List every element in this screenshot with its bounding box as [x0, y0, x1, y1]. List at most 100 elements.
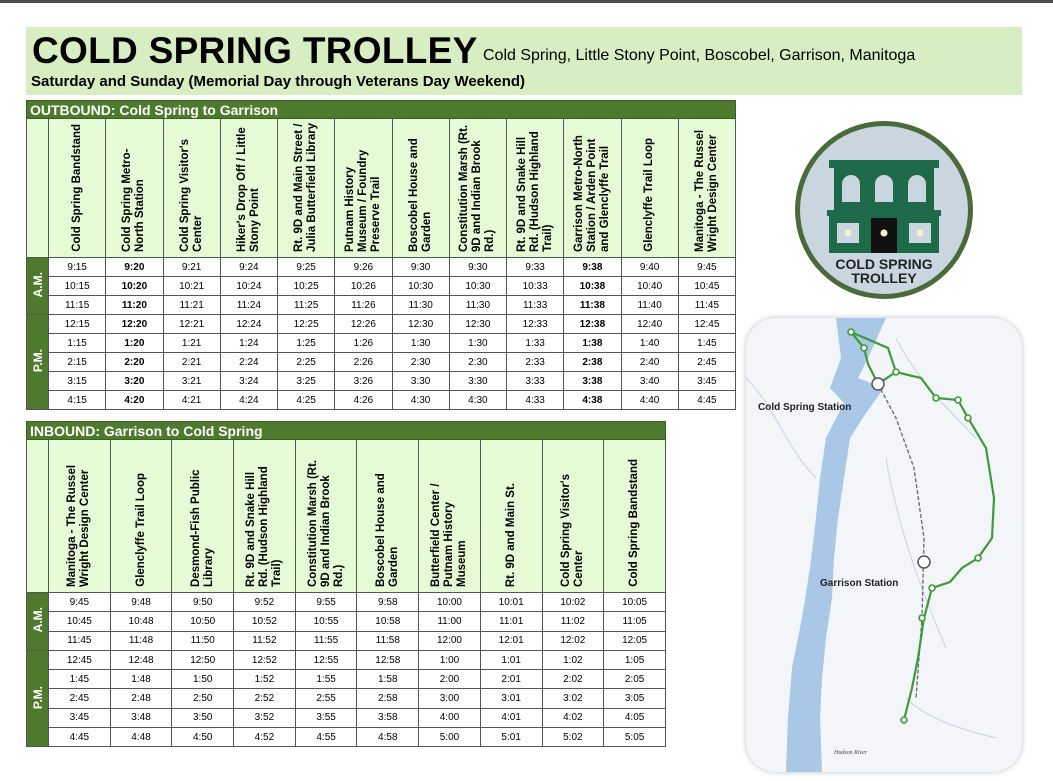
time-cell: 11:45	[48, 630, 111, 651]
time-cell: 4:30	[448, 390, 508, 410]
time-cell: 12:24	[219, 314, 279, 334]
stop-name: Manitoga - The Russel Wright Design Cent…	[66, 464, 92, 587]
stop-name: Boscobel House and Garden	[374, 473, 400, 587]
time-cell: 9:15	[47, 257, 107, 277]
time-cell: 3:20	[105, 371, 164, 391]
time-cell: 12:26	[334, 314, 393, 334]
time-cell: 3:50	[171, 707, 235, 729]
time-cell: 4:45	[48, 727, 111, 748]
time-cell: 10:55	[294, 611, 358, 632]
time-cell: 12:45	[48, 649, 111, 671]
time-cell: 5:02	[541, 727, 605, 748]
outbound-stop-header: Garrison Metro-North Station / Arden Poi…	[563, 118, 622, 258]
time-cell: 9:45	[48, 591, 111, 613]
outbound-stop-header: Glenclyffe Trail Loop	[620, 118, 679, 258]
stop-name: Desmond-Fish Public Library	[189, 469, 215, 587]
time-cell: 12:05	[603, 630, 666, 651]
service-days: Saturday and Sunday (Memorial Day throug…	[31, 73, 526, 90]
time-cell: 3:01	[479, 688, 543, 709]
time-cell: 9:38	[563, 257, 622, 277]
time-cell: 3:25	[276, 371, 336, 391]
time-cell: 2:33	[505, 352, 565, 372]
time-cell: 9:40	[620, 257, 679, 277]
outbound-corner	[26, 118, 49, 258]
stop-name: Rt. 9D and Snake Hill Rd. (Hudson Highla…	[515, 131, 554, 252]
time-cell: 1:20	[105, 333, 164, 353]
time-cell: 10:58	[356, 611, 420, 632]
time-cell: 12:30	[448, 314, 508, 334]
inbound-stop-header: Cold Spring Bandstand	[603, 439, 666, 593]
time-cell: 10:30	[448, 276, 508, 296]
time-cell: 1:30	[448, 333, 508, 353]
time-cell: 10:01	[479, 591, 543, 613]
time-cell: 12:21	[162, 314, 221, 334]
inbound-pm-label: P.M.	[26, 649, 49, 748]
outbound-stop-header: Boscobel House and Garden	[391, 118, 450, 258]
time-cell: 1:25	[276, 333, 336, 353]
time-cell: 2:55	[294, 688, 358, 709]
stop-name: Constitution Marsh (Rt. 9D and Indian Br…	[458, 124, 497, 252]
time-cell: 12:50	[171, 649, 235, 671]
time-cell: 11:20	[105, 295, 164, 315]
stop-name: Cold Spring Metro-North Station	[121, 148, 147, 253]
outbound-pm-label: P.M.	[26, 314, 49, 410]
time-cell: 3:48	[109, 707, 173, 729]
stop-name: Glenclyffe Trail Loop	[134, 473, 147, 587]
time-cell: 11:30	[391, 295, 450, 315]
time-cell: 9:33	[505, 257, 565, 277]
inbound-stop-header: Boscobel House and Garden	[356, 439, 420, 593]
time-cell: 4:25	[276, 390, 336, 410]
time-cell: 3:40	[620, 371, 679, 391]
outbound-stop-header: Cold Spring Metro-North Station	[105, 118, 164, 258]
stop-name: Rt. 9D and Main St.	[504, 482, 517, 587]
time-cell: 4:55	[294, 727, 358, 748]
time-cell: 9:30	[391, 257, 450, 277]
stop-name: Putnam History Museum / Foundry Preserve…	[343, 149, 382, 252]
time-cell: 10:38	[563, 276, 622, 296]
time-cell: 9:30	[448, 257, 508, 277]
time-cell: 12:48	[109, 649, 173, 671]
outbound-stop-header: Cold Spring Visitor's Center	[162, 118, 221, 258]
time-cell: 4:26	[334, 390, 393, 410]
stop-name: Cold Spring Visitor's Center	[178, 138, 204, 252]
time-cell: 1:45	[677, 333, 737, 353]
time-cell: 12:15	[47, 314, 107, 334]
time-cell: 11:40	[620, 295, 679, 315]
time-cell: 10:30	[391, 276, 450, 296]
trolley-icon	[827, 160, 941, 253]
time-cell: 1:05	[603, 649, 666, 671]
time-cell: 9:24	[219, 257, 279, 277]
trolley-logo: COLD SPRING TROLLEY	[795, 121, 973, 299]
time-cell: 11:55	[294, 630, 358, 651]
time-cell: 12:33	[505, 314, 565, 334]
stop-name: Boscobel House and Garden	[407, 138, 433, 252]
stop-name: Constitution Marsh (Rt. 9D and Indian Br…	[306, 459, 345, 587]
time-cell: 11:52	[233, 630, 296, 651]
time-cell: 3:15	[47, 371, 107, 391]
outbound-am-label: A.M.	[26, 257, 49, 315]
stop-name: Cold Spring Bandstand	[628, 459, 641, 587]
time-cell: 1:24	[219, 333, 279, 353]
time-cell: 4:20	[105, 390, 164, 410]
time-cell: 10:48	[109, 611, 173, 632]
time-cell: 11:26	[334, 295, 393, 315]
time-cell: 11:33	[505, 295, 565, 315]
time-cell: 1:40	[620, 333, 679, 353]
time-cell: 2:20	[105, 352, 164, 372]
stop-name: Rt. 9D and Snake Hill Rd. (Hudson Highla…	[244, 466, 283, 587]
time-cell: 9:20	[105, 257, 164, 277]
time-cell: 3:24	[219, 371, 279, 391]
time-cell: 9:26	[334, 257, 393, 277]
outbound-stop-header: Constitution Marsh (Rt. 9D and Indian Br…	[448, 118, 508, 258]
time-cell: 3:45	[48, 707, 111, 729]
